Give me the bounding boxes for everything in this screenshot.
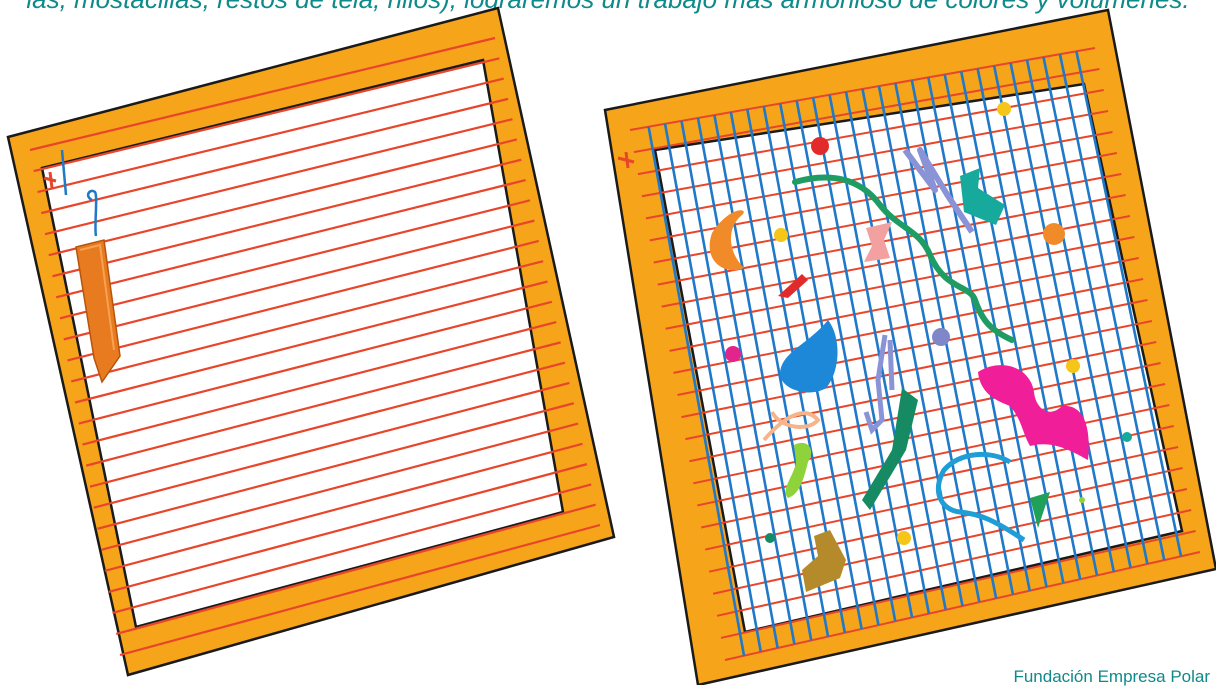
right-loom <box>605 10 1216 685</box>
warp-thread <box>49 139 517 255</box>
lime-scrap <box>786 443 812 498</box>
red-scrap <box>778 274 808 298</box>
warp-thread <box>53 160 522 277</box>
warp-thread <box>64 221 535 340</box>
yellow-bead-bottom <box>897 531 911 545</box>
pink-bow-scrap <box>864 222 892 262</box>
warp-thread <box>120 525 600 655</box>
yellow-bead <box>774 228 788 242</box>
warp-thread <box>56 180 525 297</box>
warp-thread <box>68 241 539 360</box>
left-loom <box>8 8 614 675</box>
warp-thread <box>116 505 595 634</box>
olive-scrap <box>802 530 846 592</box>
small-green-bead <box>1079 497 1085 503</box>
teal-bead <box>1122 432 1132 442</box>
lilac-bead <box>932 328 950 346</box>
yellow-bead-right <box>1066 359 1080 373</box>
yellow-bead-top <box>997 102 1011 116</box>
shuttle-icon <box>76 191 120 382</box>
magenta-bead <box>725 346 741 362</box>
orange-bead <box>1043 223 1065 245</box>
dark-green-bead <box>765 533 775 543</box>
warp-thread <box>30 38 495 150</box>
red-bead <box>811 137 829 155</box>
warp-thread <box>60 200 530 318</box>
orange-crescent-scrap <box>710 210 744 270</box>
footer-credit: Fundación Empresa Polar <box>1013 667 1210 687</box>
